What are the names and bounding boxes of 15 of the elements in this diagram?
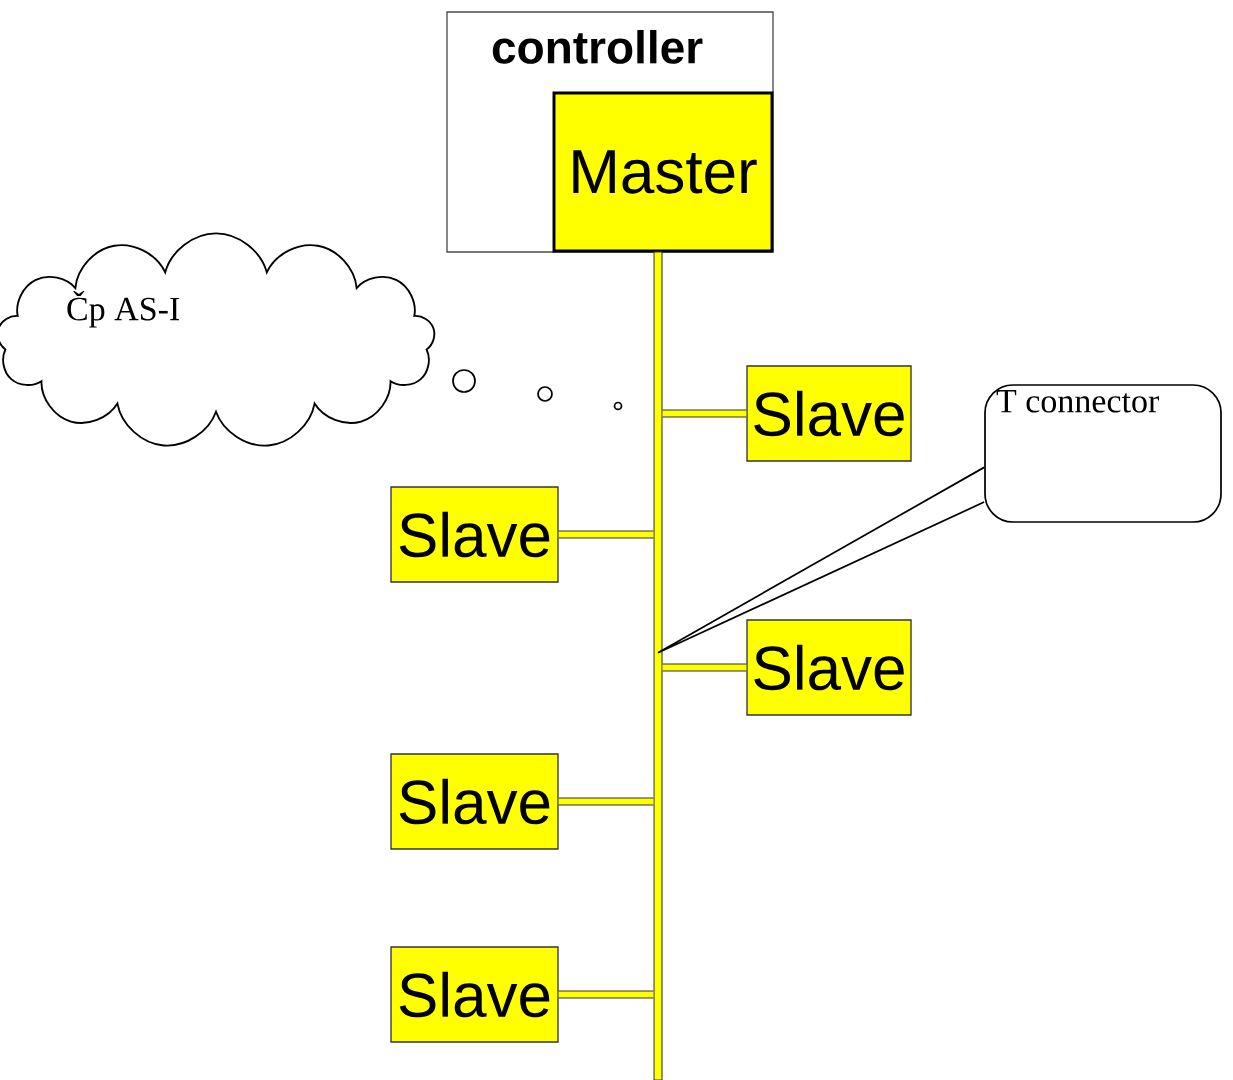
thought-cloud: Čp AS-I [0,232,436,447]
slave-box: Slave [390,946,559,1043]
slave-box: Slave [746,619,912,716]
branch-line [558,990,654,999]
slave-box: Slave [390,486,559,583]
slave-box: Slave [390,753,559,850]
callout-box: T connector [984,384,1222,523]
branch-line [558,797,654,806]
master-box: Master [552,91,774,253]
branch-line [558,530,654,539]
branch-line [662,409,747,418]
slave-box: Slave [746,365,912,462]
callout-pointer [657,466,985,654]
branch-line [662,663,747,672]
bus-line [653,251,663,1080]
